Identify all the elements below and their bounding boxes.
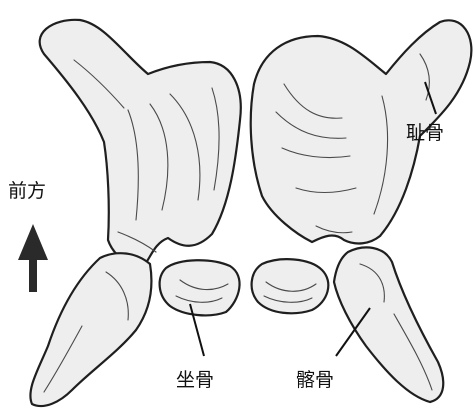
left-lower-bone bbox=[30, 253, 151, 406]
right-ilium-bone bbox=[334, 247, 443, 402]
left-pubis-bone bbox=[40, 20, 241, 270]
ischium-label: 坐骨 bbox=[176, 371, 214, 390]
right-ischium-bone bbox=[252, 259, 329, 313]
ilium-label: 髂骨 bbox=[296, 371, 334, 390]
direction-label: 前方 bbox=[8, 182, 46, 201]
pubis-label: 耻骨 bbox=[406, 124, 444, 143]
anterior-arrow-icon bbox=[18, 224, 48, 292]
left-ischium-bone bbox=[160, 260, 240, 315]
